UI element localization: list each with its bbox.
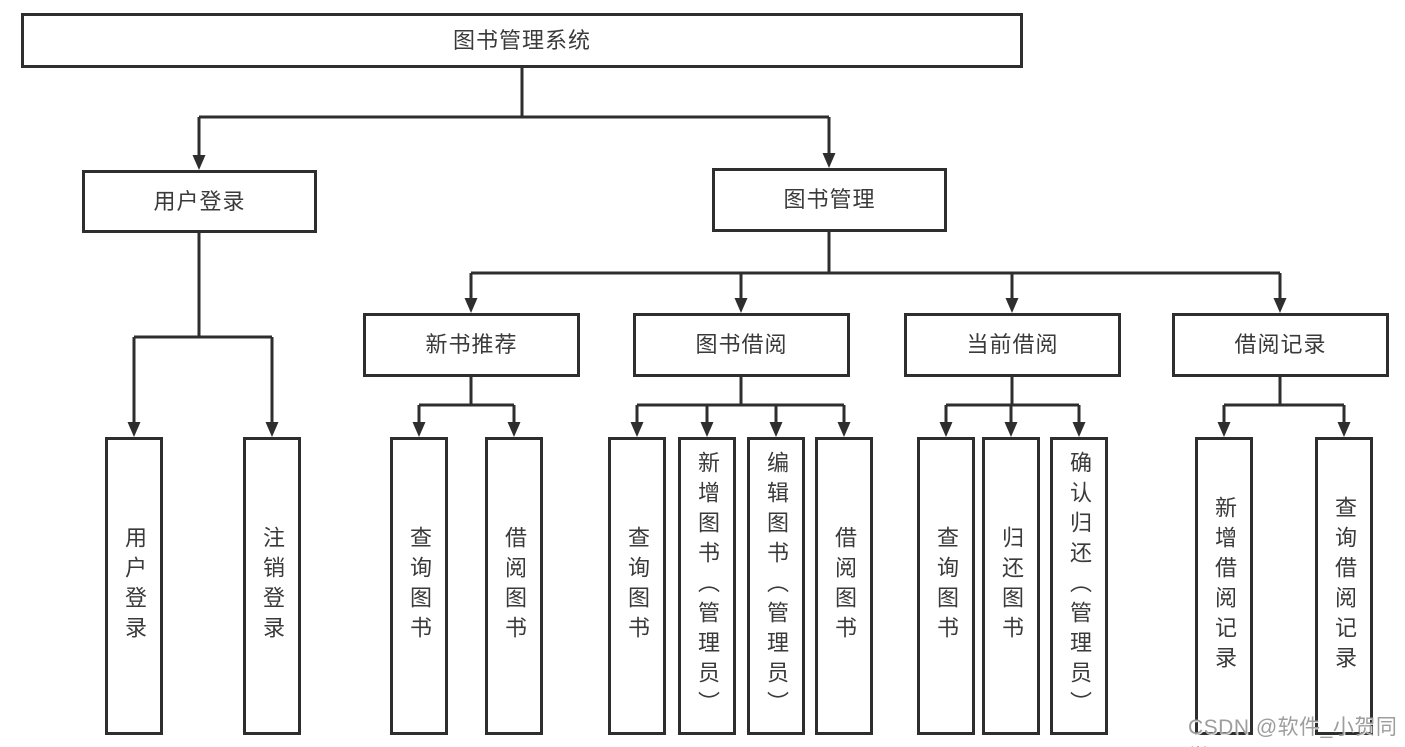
node-label: 新书推荐 bbox=[425, 332, 518, 357]
arrow-icon bbox=[1273, 298, 1287, 313]
arrowheads bbox=[127, 153, 1351, 437]
arrow-icon bbox=[507, 422, 521, 437]
leaf-edit-book-admin: 编辑图书（管理员） bbox=[747, 437, 805, 735]
arrow-icon bbox=[192, 155, 206, 170]
leaf-current-query-book: 查询图书 bbox=[917, 437, 975, 735]
node-label: 确认归还（管理员） bbox=[1067, 451, 1092, 721]
leaf-add-book-admin: 新增图书（管理员） bbox=[678, 437, 736, 735]
node-label: 借阅图书 bbox=[832, 526, 857, 646]
node-label: 图书管理系统 bbox=[452, 27, 591, 53]
arrow-icon bbox=[1337, 422, 1351, 437]
node-new-book-recommend: 新书推荐 bbox=[363, 313, 580, 377]
leaf-recommend-query-book: 查询图书 bbox=[390, 437, 448, 735]
arrow-icon bbox=[1004, 422, 1018, 437]
arrow-icon bbox=[837, 422, 851, 437]
arrow-icon bbox=[769, 422, 783, 437]
connector-lines bbox=[132, 68, 1346, 424]
node-label: 用户登录 bbox=[122, 526, 147, 646]
node-label: 用户登录 bbox=[153, 188, 246, 214]
leaf-user-login: 用户登录 bbox=[105, 437, 163, 735]
node-label: 借阅图书 bbox=[502, 526, 527, 646]
arrow-icon bbox=[1072, 422, 1086, 437]
node-label: 查询图书 bbox=[625, 526, 650, 646]
arrow-icon bbox=[412, 422, 426, 437]
leaf-return-book: 归还图书 bbox=[982, 437, 1040, 735]
leaf-add-borrow-record: 新增借阅记录 bbox=[1195, 437, 1253, 735]
node-label: 当前借阅 bbox=[966, 332, 1059, 357]
arrow-icon bbox=[1217, 422, 1231, 437]
node-library-system: 图书管理系统 bbox=[21, 13, 1023, 68]
node-label: 图书借阅 bbox=[695, 332, 788, 357]
arrow-icon bbox=[700, 422, 714, 437]
leaf-confirm-return-admin: 确认归还（管理员） bbox=[1050, 437, 1108, 735]
node-book-management: 图书管理 bbox=[712, 168, 947, 232]
arrow-icon bbox=[265, 422, 279, 437]
node-label: 新增图书（管理员） bbox=[695, 451, 720, 721]
arrow-icon bbox=[127, 422, 141, 437]
arrow-icon bbox=[939, 422, 953, 437]
csdn-watermark: CSDN @软件_小贺同学 bbox=[1188, 716, 1398, 747]
node-borrow-records: 借阅记录 bbox=[1172, 313, 1389, 377]
arrow-icon bbox=[734, 298, 748, 313]
node-label: 图书管理 bbox=[783, 187, 876, 212]
node-label: 查询图书 bbox=[407, 526, 432, 646]
node-label: 查询图书 bbox=[934, 526, 959, 646]
node-book-borrowing: 图书借阅 bbox=[633, 313, 850, 377]
arrow-icon bbox=[822, 153, 836, 168]
node-label: 借阅记录 bbox=[1234, 332, 1327, 357]
node-label: 编辑图书（管理员） bbox=[764, 451, 789, 721]
arrow-icon bbox=[464, 298, 478, 313]
node-label: 注销登录 bbox=[260, 526, 285, 646]
node-user-login: 用户登录 bbox=[82, 170, 317, 233]
node-label: 新增借阅记录 bbox=[1212, 496, 1237, 676]
node-label: 查询借阅记录 bbox=[1332, 496, 1357, 676]
leaf-borrow-query-book: 查询图书 bbox=[608, 437, 666, 735]
leaf-query-borrow-record: 查询借阅记录 bbox=[1315, 437, 1373, 735]
leaf-recommend-borrow-book: 借阅图书 bbox=[485, 437, 543, 735]
node-label: 归还图书 bbox=[999, 526, 1024, 646]
leaf-borrow-book: 借阅图书 bbox=[815, 437, 873, 735]
leaf-logout: 注销登录 bbox=[243, 437, 301, 735]
arrow-icon bbox=[1005, 298, 1019, 313]
arrow-icon bbox=[630, 422, 644, 437]
node-current-borrowing: 当前借阅 bbox=[904, 313, 1121, 377]
